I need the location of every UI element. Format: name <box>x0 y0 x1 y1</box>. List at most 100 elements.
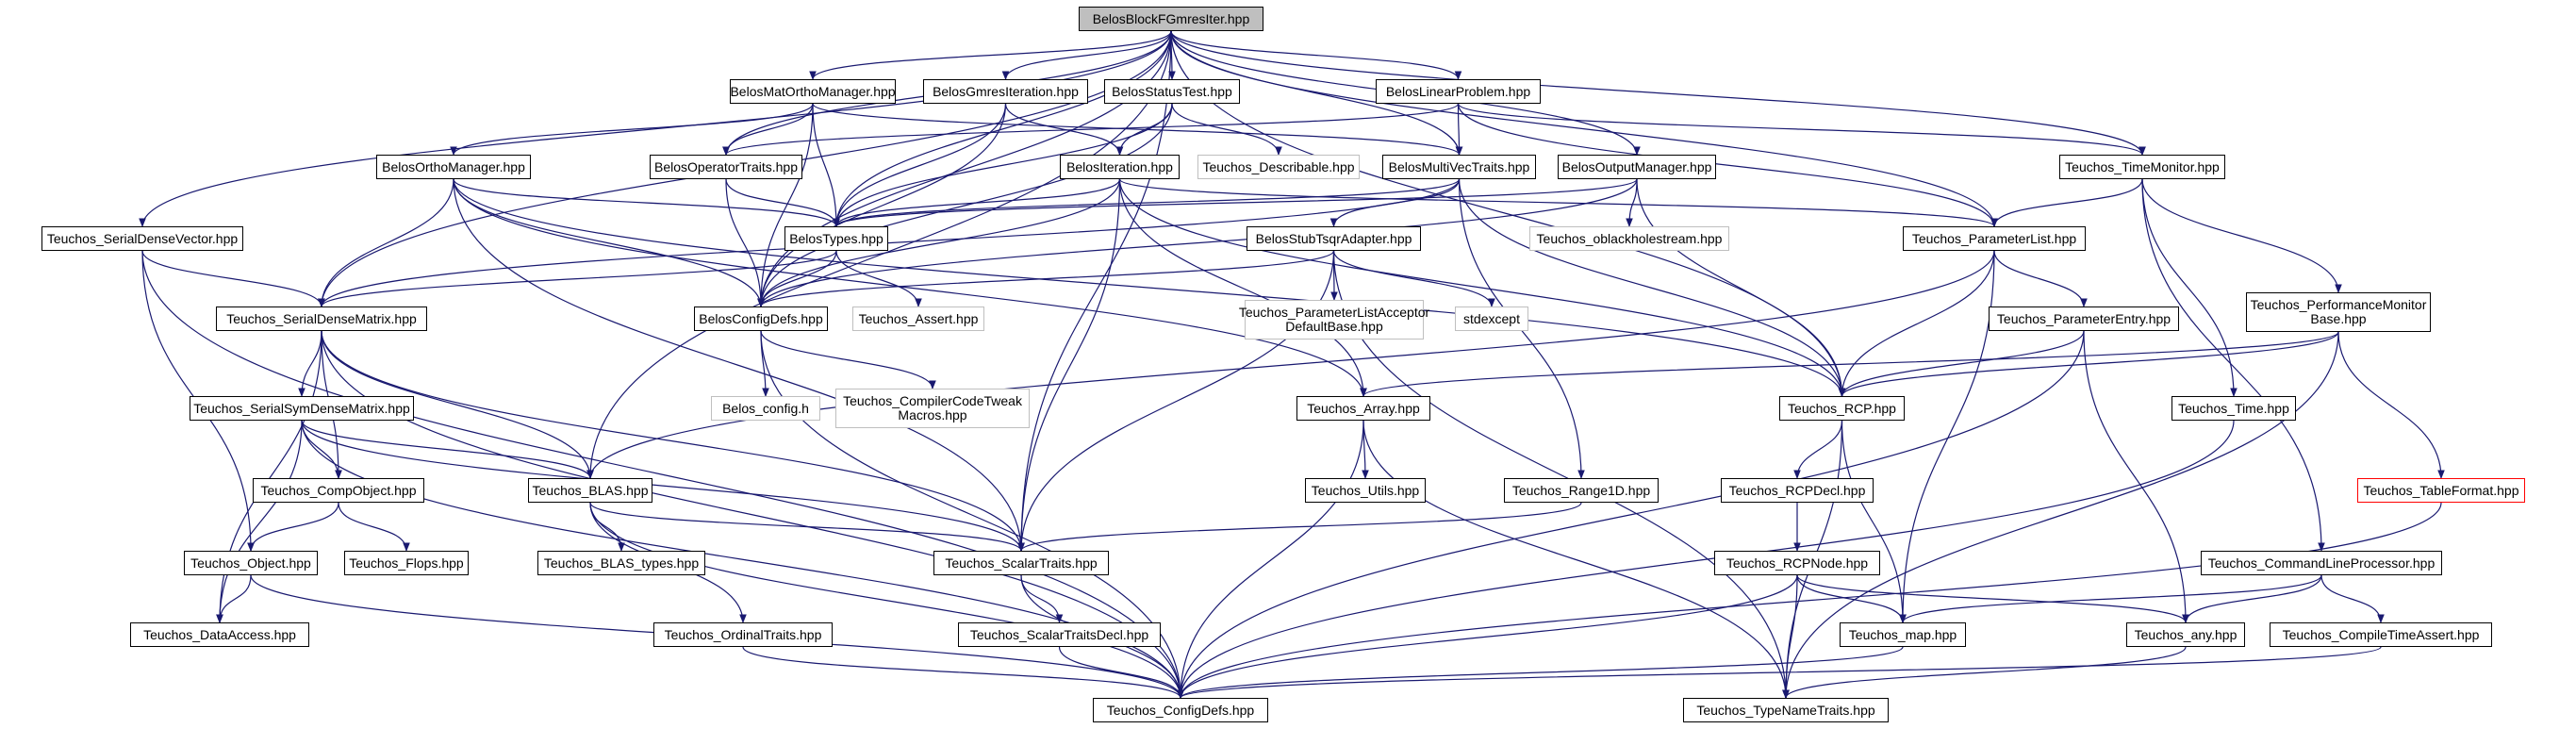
edge-multivec-traits-to-rcp <box>1458 178 1846 397</box>
edge-perf-monitor-to-array <box>1360 331 2339 397</box>
edge-array-to-type-name-traits <box>1362 420 1790 699</box>
edge-parameter-list-to-parameter-entry <box>1993 250 2088 307</box>
node-blas-types[interactable]: Teuchos_BLAS_types.hpp <box>537 551 705 575</box>
edge-multivec-traits-to-serial-dense-matrix <box>318 178 1461 307</box>
edge-iteration-to-rcp <box>1118 178 1846 397</box>
node-scalar-traits-decl[interactable]: Teuchos_ScalarTraitsDecl.hpp <box>958 622 1161 647</box>
edge-stub-tsqr-to-stdexcept <box>1332 250 1495 307</box>
edge-mat-ortho-to-ortho-manager <box>450 103 814 156</box>
edge-status-test-to-config-defs-belos <box>757 103 1173 307</box>
node-serial-dense-matrix[interactable]: Teuchos_SerialDenseMatrix.hpp <box>216 307 427 331</box>
node-output-manager[interactable]: BelosOutputManager.hpp <box>1558 155 1716 179</box>
node-belos-config-h[interactable]: Belos_config.h <box>711 396 820 421</box>
edge-iteration-to-array <box>1118 178 1367 397</box>
edge-array-to-config-defs <box>1177 420 1364 699</box>
node-linear-problem[interactable]: BelosLinearProblem.hpp <box>1376 79 1541 104</box>
edge-config-defs-belos-to-compiler-tweak <box>760 330 936 389</box>
edge-range1d-to-scalar-traits <box>1017 502 1582 552</box>
edge-root-to-scalar-traits <box>1017 30 1172 552</box>
edge-map-to-config-defs <box>1177 646 1904 699</box>
node-gmres-iter[interactable]: BelosGmresIteration.hpp <box>923 79 1088 104</box>
node-range1d[interactable]: Teuchos_Range1D.hpp <box>1504 478 1659 503</box>
edge-belos-types-to-config-defs-belos <box>757 250 837 307</box>
node-ordinal-traits[interactable]: Teuchos_OrdinalTraits.hpp <box>653 622 833 647</box>
edge-operator-traits-to-belos-types <box>725 178 840 227</box>
node-root[interactable]: BelosBlockFGmresIter.hpp <box>1079 7 1263 31</box>
node-stdexcept[interactable]: stdexcept <box>1455 307 1528 331</box>
node-pl-acceptor[interactable]: Teuchos_ParameterListAcceptor DefaultBas… <box>1239 300 1429 340</box>
node-assert[interactable]: Teuchos_Assert.hpp <box>852 307 984 331</box>
node-compiler-tweak[interactable]: Teuchos_CompilerCodeTweak Macros.hpp <box>835 389 1030 428</box>
edge-time-to-config-defs <box>1177 420 2235 699</box>
node-serial-sym[interactable]: Teuchos_SerialSymDenseMatrix.hpp <box>190 396 414 421</box>
edge-serial-sym-to-blas <box>301 420 594 479</box>
edge-serial-sym-to-scalar-traits <box>301 420 1025 552</box>
edge-output-manager-to-rcp <box>1636 178 1846 397</box>
edge-ortho-manager-to-config-defs-belos <box>453 178 765 307</box>
node-cmdline[interactable]: Teuchos_CommandLineProcessor.hpp <box>2201 551 2442 575</box>
edge-time-monitor-to-cmdline <box>2141 178 2325 552</box>
edge-status-test-to-describable <box>1171 103 1282 156</box>
edge-rcp-node-to-any <box>1796 574 2189 623</box>
node-blas[interactable]: Teuchos_BLAS.hpp <box>528 478 652 503</box>
node-object[interactable]: Teuchos_Object.hpp <box>184 551 318 575</box>
node-ortho-manager[interactable]: BelosOrthoManager.hpp <box>376 155 531 179</box>
edge-parameter-list-to-blas <box>586 250 1995 479</box>
edge-serial-dense-matrix-to-scalar-traits <box>321 330 1025 552</box>
edge-gmres-iter-to-iteration <box>1004 103 1124 156</box>
node-oblackholestream[interactable]: Teuchos_oblackholestream.hpp <box>1529 226 1729 251</box>
edge-stub-tsqr-to-scalar-traits <box>1017 250 1335 552</box>
edge-time-monitor-to-time <box>2141 178 2237 397</box>
node-array[interactable]: Teuchos_Array.hpp <box>1296 396 1430 421</box>
edge-output-manager-to-belos-types <box>833 178 1638 227</box>
node-scalar-traits[interactable]: Teuchos_ScalarTraits.hpp <box>933 551 1109 575</box>
edge-object-to-data-access <box>216 574 252 623</box>
node-serial-dense-vector[interactable]: Teuchos_SerialDenseVector.hpp <box>41 226 243 251</box>
node-describable[interactable]: Teuchos_Describable.hpp <box>1197 155 1360 179</box>
node-table-format[interactable]: Teuchos_TableFormat.hpp <box>2357 478 2525 503</box>
node-parameter-list[interactable]: Teuchos_ParameterList.hpp <box>1903 226 2086 251</box>
node-perf-monitor[interactable]: Teuchos_PerformanceMonitor Base.hpp <box>2246 292 2431 332</box>
node-flops[interactable]: Teuchos_Flops.hpp <box>344 551 469 575</box>
edge-root-to-parameter-list <box>1170 30 1998 227</box>
node-operator-traits[interactable]: BelosOperatorTraits.hpp <box>650 155 802 179</box>
node-iteration[interactable]: BelosIteration.hpp <box>1060 155 1180 179</box>
edge-table-format-to-config-defs <box>1177 502 2442 699</box>
node-time[interactable]: Teuchos_Time.hpp <box>2171 396 2296 421</box>
node-stub-tsqr[interactable]: BelosStubTsqrAdapter.hpp <box>1247 226 1421 251</box>
edge-iteration-to-scalar-traits <box>1017 178 1121 552</box>
node-rcp[interactable]: Teuchos_RCP.hpp <box>1779 396 1905 421</box>
edge-root-to-time-monitor <box>1170 30 2146 156</box>
edge-rcp-to-map <box>1841 420 1907 623</box>
edge-parameter-list-to-rcp <box>1838 250 1995 397</box>
node-mat-ortho[interactable]: BelosMatOrthoManager.hpp <box>730 79 896 104</box>
edge-mat-ortho-to-operator-traits <box>722 103 814 156</box>
edge-serial-sym-to-comp-object <box>301 420 342 479</box>
edge-status-test-to-iteration <box>1115 103 1173 156</box>
node-parameter-entry[interactable]: Teuchos_ParameterEntry.hpp <box>1989 307 2179 331</box>
edge-ortho-manager-to-array <box>453 178 1367 397</box>
node-config-defs[interactable]: Teuchos_ConfigDefs.hpp <box>1093 698 1268 722</box>
node-type-name-traits[interactable]: Teuchos_TypeNameTraits.hpp <box>1683 698 1889 722</box>
node-map[interactable]: Teuchos_map.hpp <box>1840 622 1966 647</box>
edge-compile-time-assert-to-config-defs <box>1177 646 2382 699</box>
node-rcp-node[interactable]: Teuchos_RCPNode.hpp <box>1714 551 1880 575</box>
node-compile-time-assert[interactable]: Teuchos_CompileTimeAssert.hpp <box>2270 622 2492 647</box>
node-belos-types[interactable]: BelosTypes.hpp <box>784 226 888 251</box>
edge-linear-problem-to-parameter-list <box>1457 103 1998 227</box>
edge-status-test-to-belos-types <box>833 103 1173 227</box>
edge-ordinal-traits-to-config-defs <box>742 646 1184 699</box>
node-rcp-decl[interactable]: Teuchos_RCPDecl.hpp <box>1721 478 1874 503</box>
node-any[interactable]: Teuchos_any.hpp <box>2126 622 2245 647</box>
node-config-defs-belos[interactable]: BelosConfigDefs.hpp <box>694 307 828 331</box>
edge-parameter-entry-to-config-defs <box>1177 330 2085 699</box>
node-time-monitor[interactable]: Teuchos_TimeMonitor.hpp <box>2059 155 2225 179</box>
node-multivec-traits[interactable]: BelosMultiVecTraits.hpp <box>1382 155 1536 179</box>
edge-any-to-type-name-traits <box>1782 646 2187 699</box>
node-utils[interactable]: Teuchos_Utils.hpp <box>1305 478 1426 503</box>
node-data-access[interactable]: Teuchos_DataAccess.hpp <box>130 622 309 647</box>
node-status-test[interactable]: BelosStatusTest.hpp <box>1104 79 1240 104</box>
edge-root-to-belos-types <box>833 30 1172 227</box>
node-comp-object[interactable]: Teuchos_CompObject.hpp <box>253 478 424 503</box>
